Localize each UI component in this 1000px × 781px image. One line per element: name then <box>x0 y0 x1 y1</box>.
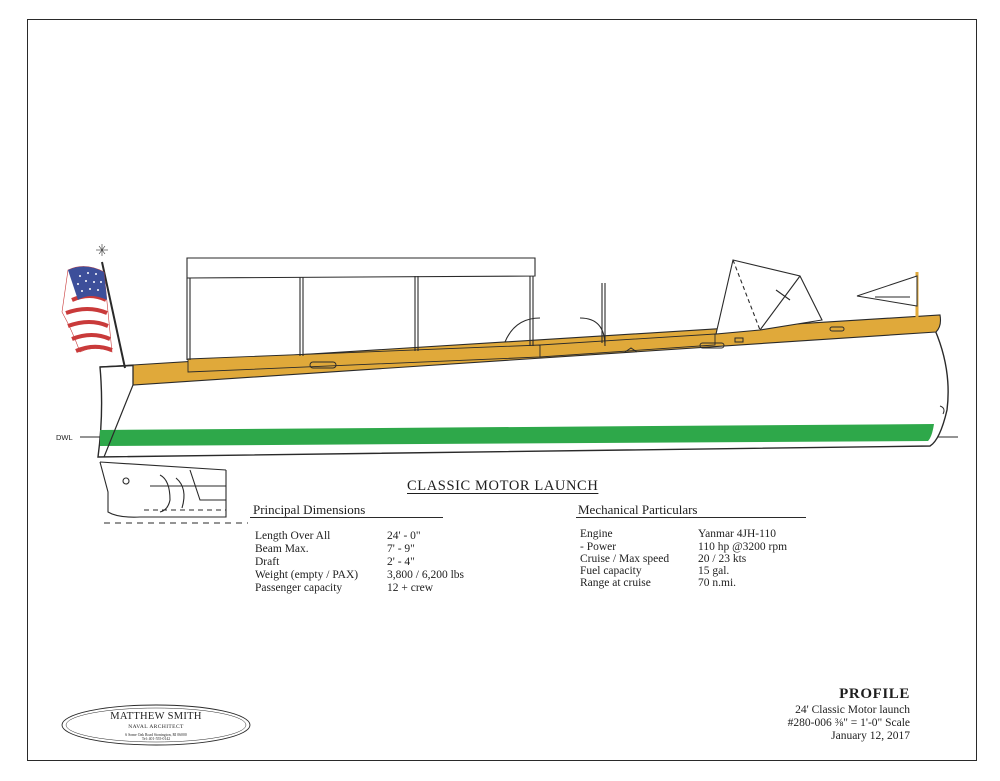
dimension-label: Draft <box>255 556 280 568</box>
bow-eye <box>939 405 945 415</box>
mechanical-label: - Power <box>580 541 617 553</box>
boot-stripe <box>100 424 934 446</box>
title-block: PROFILE 24' Classic Motor launch #280-00… <box>787 686 910 743</box>
windscreen <box>715 259 823 335</box>
waterline-label: DWL <box>56 433 73 442</box>
transom <box>99 364 134 458</box>
dimension-value: 2' - 4" <box>387 556 415 568</box>
mechanical-particulars-heading: Mechanical Particulars <box>578 502 698 517</box>
principal-dimensions-rule <box>250 517 443 518</box>
deck-fittings <box>309 326 845 369</box>
foredeck <box>539 333 716 358</box>
mechanical-label: Fuel capacity <box>580 565 642 577</box>
dimension-label: Length Over All <box>255 530 331 542</box>
dimension-value: 3,800 / 6,200 lbs <box>387 569 464 581</box>
dimension-label: Passenger capacity <box>255 582 343 594</box>
mechanical-particulars-rule <box>576 517 806 518</box>
bow-pennant <box>856 272 919 318</box>
dimension-value: 12 + crew <box>387 582 434 594</box>
mechanical-value: Yanmar 4JH-110 <box>698 528 776 540</box>
running-gear <box>99 461 227 518</box>
architect-logo: MATTHEW SMITH NAVAL ARCHITECT 6 Some Oak… <box>60 703 252 747</box>
mechanical-label: Engine <box>580 528 613 540</box>
title-block-line1: 24' Classic Motor launch <box>795 704 910 716</box>
mechanical-value: 70 n.mi. <box>698 577 737 589</box>
canopy <box>186 257 606 360</box>
stern-flag <box>61 244 126 369</box>
architect-logo-ellipse <box>61 704 251 746</box>
mechanical-value: 110 hp @3200 rpm <box>698 541 788 553</box>
dimension-label: Weight (empty / PAX) <box>255 569 359 581</box>
title-block-heading: PROFILE <box>839 686 910 702</box>
mechanical-value: 20 / 23 kts <box>698 553 747 565</box>
mechanical-label: Cruise / Max speed <box>580 553 670 565</box>
mechanical-label: Range at cruise <box>580 577 651 589</box>
drawing-border <box>27 19 977 761</box>
title-block-line2: #280-006 ⅜" = 1'-0" Scale <box>787 717 910 729</box>
dimension-value: 24' - 0" <box>387 530 421 542</box>
architect-title: NAVAL ARCHITECT <box>128 724 184 730</box>
architect-name: MATTHEW SMITH <box>110 711 202 722</box>
principal-dimensions-heading: Principal Dimensions <box>253 502 366 517</box>
dimension-value: 7' - 9" <box>387 543 415 555</box>
drawing-title: CLASSIC MOTOR LAUNCH <box>407 478 599 494</box>
mechanical-value: 15 gal. <box>698 565 730 577</box>
dimension-label: Beam Max. <box>255 543 309 555</box>
title-block-line3: January 12, 2017 <box>831 730 910 742</box>
